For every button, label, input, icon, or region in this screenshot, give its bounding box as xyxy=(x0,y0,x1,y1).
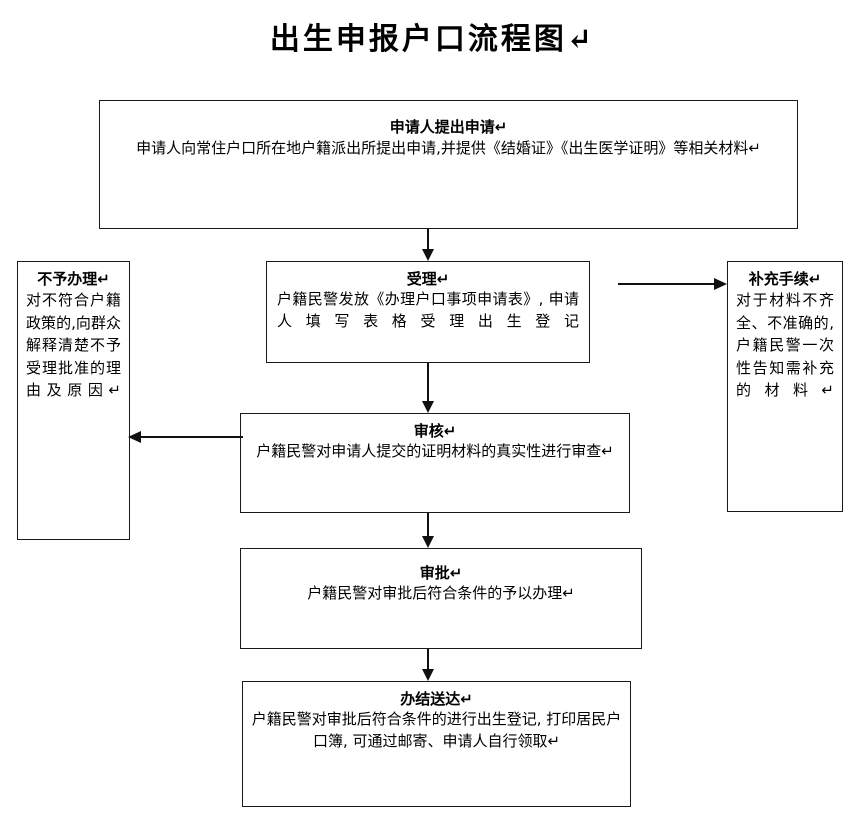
node-supplement-body: 对于材料不齐全、不准确的,户籍民警一次性告知需补充的材料↵ xyxy=(736,291,834,400)
connector-apply-to-accept-icon xyxy=(420,229,436,263)
node-deliver-title: 办结送达↵ xyxy=(400,690,473,708)
node-reject-body: 对不符合户籍政策的,向群众解释清楚不予受理批准的理由及原因↵ xyxy=(26,291,121,400)
node-accept-title: 受理↵ xyxy=(406,270,450,288)
node-deliver-body: 户籍民警对审批后符合条件的进行出生登记, 打印居民户口簿, 可通过邮寄、申请人自… xyxy=(251,710,622,750)
node-apply: 申请人提出申请↵ 申请人向常住户口所在地户籍派出所提出申请,并提供《结婚证》《出… xyxy=(99,100,798,229)
node-approve-title: 审批↵ xyxy=(419,564,463,582)
node-approve-body: 户籍民警对审批后符合条件的予以办理↵ xyxy=(307,584,575,603)
node-review-body: 户籍民警对申请人提交的证明材料的真实性进行审查↵ xyxy=(256,442,614,461)
connector-review-to-reject-icon xyxy=(125,429,243,445)
connector-accept-to-review-icon xyxy=(420,363,436,415)
page-title: 出生申报户口流程图↵ xyxy=(269,22,596,57)
node-approve: 审批↵ 户籍民警对审批后符合条件的予以办理↵ xyxy=(240,548,642,649)
node-reject: 不予办理↵ 对不符合户籍政策的,向群众解释清楚不予受理批准的理由及原因↵ xyxy=(17,261,130,540)
node-accept: 受理↵ 户籍民警发放《办理户口事项申请表》, 申请人填写表格受理出生登记 xyxy=(266,261,590,363)
node-accept-body: 户籍民警发放《办理户口事项申请表》, 申请人填写表格受理出生登记 xyxy=(277,290,579,330)
node-review: 审核↵ 户籍民警对申请人提交的证明材料的真实性进行审查↵ xyxy=(240,413,630,513)
node-supplement-title: 补充手续↵ xyxy=(748,270,822,288)
node-deliver: 办结送达↵ 户籍民警对审批后符合条件的进行出生登记, 打印居民户口簿, 可通过邮… xyxy=(242,681,631,807)
node-apply-body: 申请人向常住户口所在地户籍派出所提出申请,并提供《结婚证》《出生医学证明》等相关… xyxy=(136,139,761,158)
connector-approve-to-deliver-icon xyxy=(420,649,436,683)
node-review-title: 审核↵ xyxy=(413,422,457,440)
node-apply-title: 申请人提出申请↵ xyxy=(389,118,508,136)
connector-review-to-approve-icon xyxy=(420,513,436,550)
connector-accept-to-supplement-icon xyxy=(618,276,730,292)
node-supplement: 补充手续↵ 对于材料不齐全、不准确的,户籍民警一次性告知需补充的材料↵ xyxy=(727,261,843,512)
node-reject-title: 不予办理↵ xyxy=(37,270,110,288)
